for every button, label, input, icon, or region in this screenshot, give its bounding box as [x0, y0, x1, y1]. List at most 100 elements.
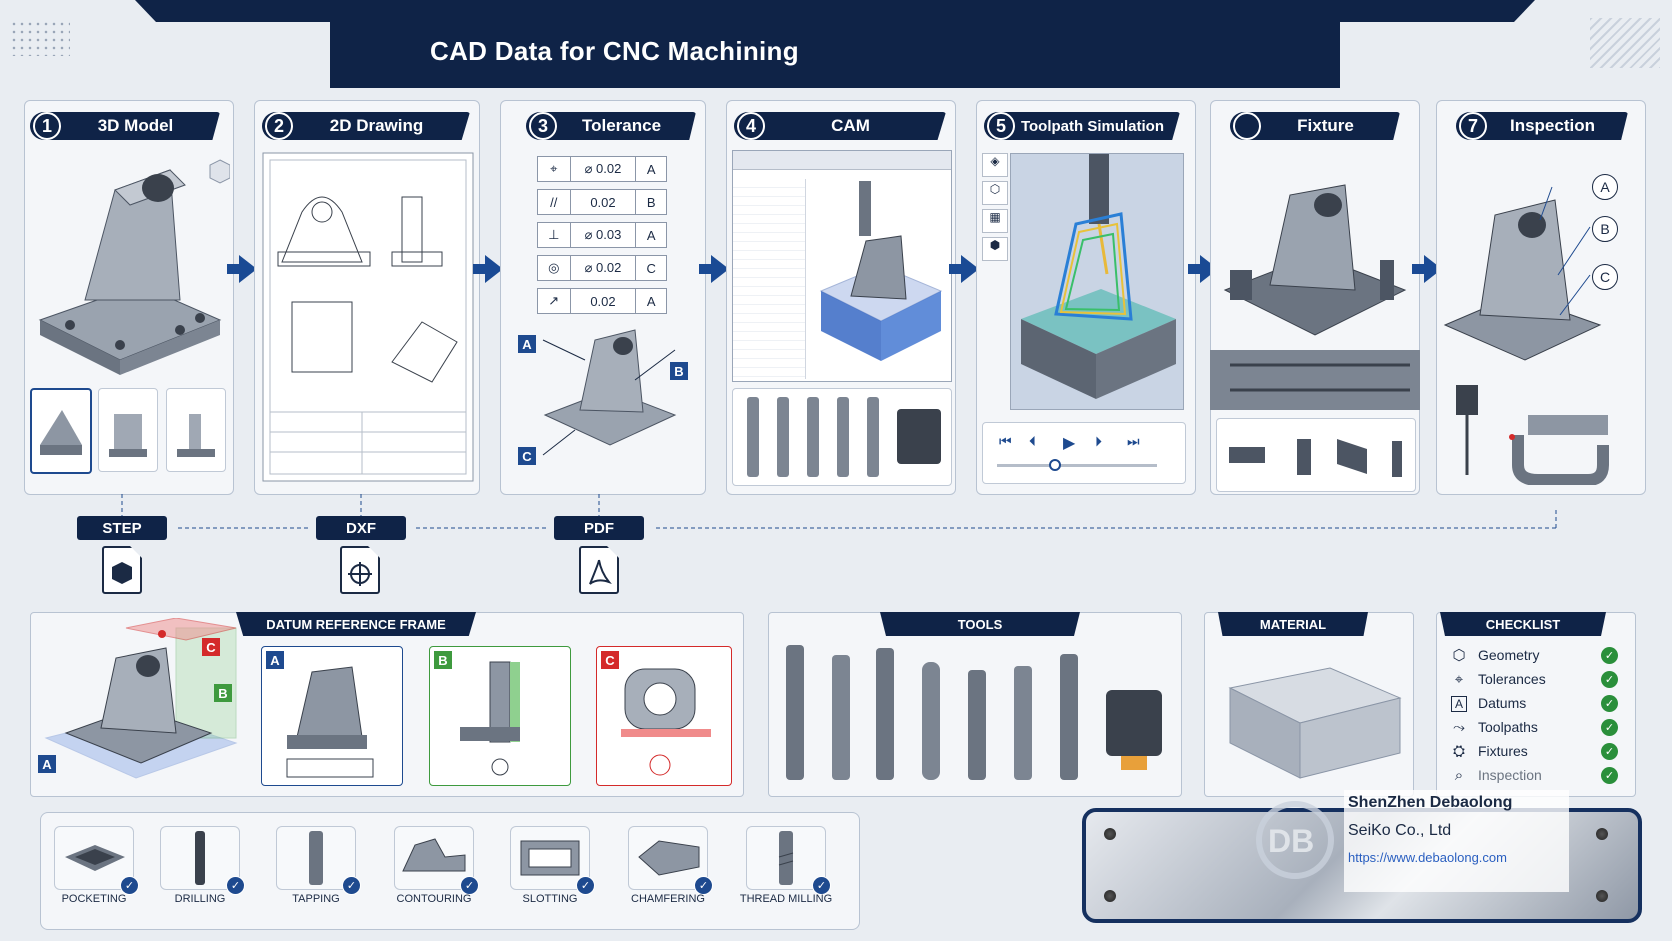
- aluminum-block-image: [1228, 667, 1402, 779]
- checklist-item[interactable]: ⛭ Fixtures ✓: [1448, 740, 1618, 762]
- step-forward-icon[interactable]: ⏵: [1095, 433, 1102, 449]
- stage-number: 2: [265, 112, 293, 140]
- datum-view-c: C: [596, 646, 732, 786]
- flow-arrow: [699, 255, 729, 283]
- stage-label: Tolerance: [581, 116, 662, 135]
- stage-label: CAM: [831, 116, 870, 135]
- tolerance-value: ⌀ 0.03: [571, 223, 637, 247]
- check-icon: ✓: [1601, 766, 1618, 784]
- checklist-label: Inspection: [1478, 767, 1542, 783]
- op-pocketing-tile[interactable]: ✓: [54, 826, 139, 895]
- checklist-label: Geometry: [1478, 647, 1540, 663]
- gdt-parallel-symbol: //: [538, 190, 571, 214]
- grid-icon[interactable]: ▦: [982, 209, 1008, 233]
- gdt-runout-symbol: ↗: [538, 289, 571, 313]
- format-badge-step: STEP: [77, 516, 167, 540]
- tolerance-row: ⊥ ⌀ 0.03 A: [537, 222, 667, 248]
- op-tapping-tile[interactable]: ✓: [276, 826, 361, 895]
- op-label: TAPPING: [292, 893, 340, 905]
- checklist-item[interactable]: ⌖ Tolerances ✓: [1448, 668, 1618, 690]
- stage-header-fixture: Fixture: [1230, 112, 1400, 140]
- stock-icon[interactable]: ⬢: [982, 237, 1008, 261]
- stage-number: [1233, 112, 1261, 140]
- datum-view-a-tag: A: [266, 651, 284, 669]
- flow-arrow: [227, 255, 257, 283]
- datum-frame-3d-image: [44, 618, 238, 779]
- stage-header-toolpath-simulation: 5 Toolpath Simulation: [984, 112, 1180, 140]
- inspection-callout-c: C: [1592, 264, 1618, 290]
- magnifier-icon: ⌕: [1454, 766, 1464, 784]
- stage-header-2d-drawing: 2 2D Drawing: [262, 112, 470, 140]
- screw-icon: [1596, 890, 1608, 902]
- check-icon: ✓: [120, 876, 139, 895]
- bracket-3d-model-image: [38, 159, 230, 375]
- op-chamfering-tile[interactable]: ✓: [628, 826, 713, 895]
- skip-end-icon[interactable]: ⏭: [1127, 433, 1140, 449]
- op-slotting-tile[interactable]: ✓: [510, 826, 595, 895]
- stage-label: Fixture: [1297, 116, 1354, 135]
- cam-tool-library[interactable]: [732, 388, 952, 486]
- timeline-track[interactable]: [997, 464, 1157, 467]
- view-thumb-iso[interactable]: [30, 388, 92, 474]
- op-label: DRILLING: [174, 893, 226, 905]
- tolerance-table: ⌖ ⌀ 0.02 A // 0.02 B ⊥ ⌀ 0.03 A ◎ ⌀ 0.02…: [537, 156, 667, 316]
- cube-view-icon[interactable]: ⬡: [982, 181, 1008, 205]
- brand-url-link[interactable]: https://www.debaolong.com: [1348, 850, 1507, 865]
- datum-tag-a: A: [518, 335, 536, 353]
- simulation-viewport[interactable]: [1010, 153, 1184, 410]
- checklist-item[interactable]: ⤳ Toolpaths ✓: [1448, 716, 1618, 738]
- brand-name: ShenZhen Debaolong: [1348, 794, 1513, 811]
- tolerance-row: ↗ 0.02 A: [537, 288, 667, 314]
- check-icon: ✓: [342, 876, 361, 895]
- tolerance-value: ⌀ 0.02: [571, 256, 637, 280]
- decor-stripes: [1590, 18, 1660, 68]
- checklist-item[interactable]: ⬡ Geometry ✓: [1448, 644, 1618, 666]
- check-icon: ✓: [812, 876, 831, 895]
- cam-operation-tree[interactable]: [733, 179, 806, 379]
- toolpath-icon: ⤳: [1452, 718, 1465, 736]
- step-back-icon[interactable]: ⏴: [1029, 433, 1036, 449]
- stage-number: 5: [987, 112, 1015, 140]
- dxf-file-icon[interactable]: [340, 546, 380, 594]
- checklist-item[interactable]: A Datums ✓: [1448, 692, 1618, 714]
- step-file-icon[interactable]: [102, 546, 142, 594]
- stage-number: 1: [33, 112, 61, 140]
- stage-number: 4: [737, 112, 765, 140]
- stage-label: 3D Model: [97, 116, 174, 135]
- pdf-file-icon[interactable]: [579, 546, 619, 594]
- title-bar: [330, 20, 1340, 88]
- stage-header-3d-model: 1 3D Model: [30, 112, 220, 140]
- datum-view-a: A: [261, 646, 403, 786]
- timeline-handle[interactable]: [1049, 459, 1061, 471]
- cam-software-window[interactable]: [732, 150, 952, 382]
- crosshair-icon: ⌖: [1454, 670, 1464, 688]
- play-icon[interactable]: ▶: [1063, 435, 1076, 452]
- gdt-concentric-symbol: ◎: [538, 256, 571, 280]
- check-icon: ✓: [1601, 646, 1618, 664]
- view-thumb-side[interactable]: [166, 388, 226, 472]
- stage-header-cam: 4 CAM: [734, 112, 946, 140]
- sim-side-toolbar[interactable]: ◈ ⬡ ▦ ⬢: [982, 153, 1008, 263]
- op-thread-milling-tile[interactable]: ✓: [746, 826, 831, 895]
- material-header: MATERIAL: [1218, 612, 1368, 636]
- measuring-tools-image: [1456, 385, 1609, 485]
- check-icon: ✓: [226, 876, 245, 895]
- format-badge-dxf: DXF: [316, 516, 406, 540]
- view-thumb-front[interactable]: [98, 388, 158, 472]
- layers-icon[interactable]: ◈: [982, 153, 1008, 177]
- datum-tag-c: C: [518, 447, 536, 465]
- checklist-item[interactable]: ⌕ Inspection ✓: [1448, 764, 1618, 786]
- stage-label: 2D Drawing: [329, 116, 424, 135]
- checklist-label: Fixtures: [1478, 743, 1528, 759]
- op-contouring-tile[interactable]: ✓: [394, 826, 479, 895]
- checklist-label: Tolerances: [1478, 671, 1546, 687]
- skip-start-icon[interactable]: ⏮: [999, 433, 1012, 449]
- flow-arrow: [949, 255, 979, 283]
- stage-header-tolerance: 3 Tolerance: [526, 112, 696, 140]
- datum-a-icon: A: [1448, 695, 1470, 712]
- bracket-with-datums-image: [542, 329, 677, 456]
- fixture-icon: ⛭: [1452, 742, 1465, 760]
- op-label: POCKETING: [61, 893, 127, 905]
- brand-company: SeiKo Co., Ltd: [1348, 822, 1452, 839]
- op-drilling-tile[interactable]: ✓: [160, 826, 245, 895]
